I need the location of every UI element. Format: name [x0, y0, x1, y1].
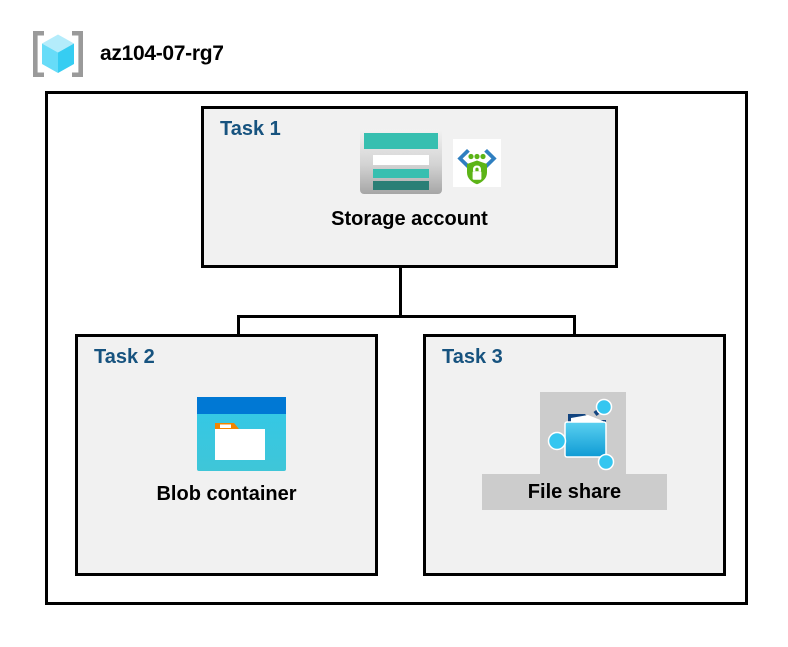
task-2-box: Task 2 Blob container [75, 334, 378, 576]
resource-group-icon [33, 31, 83, 77]
resource-group-container: Task 1 [45, 91, 748, 605]
task-3-label: Task 3 [442, 346, 503, 368]
connector-branch-to-task3 [573, 315, 576, 337]
task-3-node-caption: File share [426, 474, 723, 510]
blob-container-label: Blob container [156, 483, 297, 505]
resource-group-header: az104-07-rg7 [30, 28, 224, 80]
file-share-label: File share [481, 474, 668, 510]
blob-container-icon [197, 397, 286, 471]
resource-group-title: az104-07-rg7 [100, 42, 224, 65]
task-1-box: Task 1 [201, 106, 618, 268]
task-1-node-caption: Storage account [204, 208, 615, 231]
file-share-icon [547, 398, 615, 471]
connector-task1-down [399, 224, 402, 318]
storage-account-label: Storage account [331, 208, 488, 230]
storage-account-icon [360, 129, 442, 194]
task-3-box: Task 3 Fi [423, 334, 726, 576]
task-2-label: Task 2 [94, 346, 155, 368]
task-2-node-caption: Blob container [78, 483, 375, 506]
connector-branch-to-task2 [237, 315, 240, 337]
connector-branch-bar [237, 315, 576, 318]
security-shield-lock-icon [453, 139, 501, 187]
task-1-label: Task 1 [220, 118, 281, 140]
